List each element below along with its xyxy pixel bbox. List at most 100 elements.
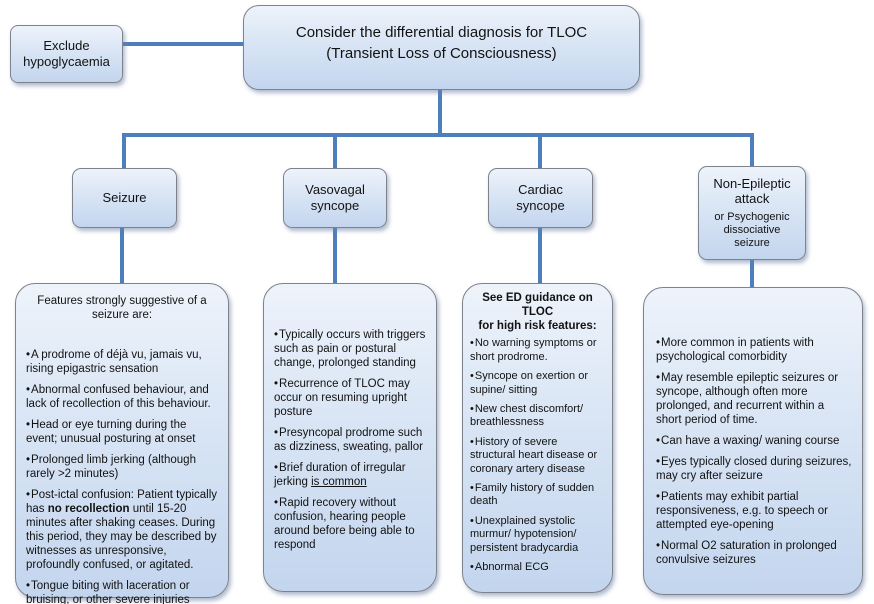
bullet-icon: • xyxy=(656,540,661,553)
bullet-text: Abnormal confused behaviour, and lack of… xyxy=(26,384,211,411)
bullet-icon: • xyxy=(26,419,31,432)
bullet-icon: • xyxy=(470,482,474,495)
bullet-icon: • xyxy=(656,435,661,448)
bullet-item: •Presyncopal prodrome such as dizziness,… xyxy=(274,426,426,454)
bullet-icon: • xyxy=(470,435,474,448)
bullet-text: Patients may exhibit partial responsiven… xyxy=(656,491,828,532)
bullet-item: •New chest discomfort/ breathlessness xyxy=(470,403,605,430)
bullet-text: Prolonged limb jerking (although rarely … xyxy=(26,454,196,481)
category-non-epileptic-label: Non-Epileptic attack xyxy=(713,175,791,207)
bullet-item: •A prodrome of déjà vu, jamais vu, risin… xyxy=(26,348,218,376)
bullet-icon: • xyxy=(274,378,279,391)
bullet-text: until 15-20 minutes after shaking ceases… xyxy=(26,503,217,572)
bullet-icon: • xyxy=(26,384,31,397)
category-seizure-box: Seizure xyxy=(72,168,177,228)
bullet-item: •History of severe structural heart dise… xyxy=(470,436,605,476)
bullet-item: •Tongue biting with laceration or bruisi… xyxy=(26,579,218,604)
bullet-icon: • xyxy=(26,580,31,593)
bullet-text: is common xyxy=(311,476,367,489)
category-cardiac-box: Cardiac syncope xyxy=(488,168,593,228)
bullet-text: Family history of sudden death xyxy=(470,482,595,508)
bullet-icon: • xyxy=(656,491,661,504)
bullet-text: Can have a waxing/ waning course xyxy=(661,435,840,448)
connector-cardiac-to-details xyxy=(538,227,542,284)
bullet-text: New chest discomfort/ breathlessness xyxy=(470,403,584,429)
connector-horizontal-branch xyxy=(122,133,754,137)
bullet-item: •No warning symptoms or short prodrome. xyxy=(470,337,605,364)
bullet-icon: • xyxy=(470,370,474,383)
bullet-text: Post-ictal confusion: Patient typically … xyxy=(26,489,218,516)
bullet-text: Syncope on exertion or supine/ sitting xyxy=(470,370,588,396)
bullet-item: •May resemble epileptic seizures or sync… xyxy=(656,371,852,427)
bullet-item: •Eyes typically closed during seizures, … xyxy=(656,455,852,483)
bullet-icon: • xyxy=(656,372,661,385)
bullet-text: Tongue biting with laceration or bruisin… xyxy=(26,580,190,604)
bullet-icon: • xyxy=(274,462,279,475)
exclude-hypoglycaemia-box: Exclude hypoglycaemia xyxy=(10,25,123,83)
bullet-icon: • xyxy=(470,337,474,350)
cardiac-details-header: See ED guidance on TLOC for high risk fe… xyxy=(478,292,597,332)
bullet-item: •Can have a waxing/ waning course xyxy=(656,434,852,448)
bullet-item: •Rapid recovery without confusion, heari… xyxy=(274,496,426,552)
bullet-text: Brief duration of irregular jerking xyxy=(274,462,406,489)
connector-drop-vasovagal xyxy=(333,133,337,170)
seizure-details-box: Features strongly suggestive of a seizur… xyxy=(15,283,229,604)
bullet-text: Rapid recovery without confusion, hearin… xyxy=(274,497,415,552)
connector-main-down xyxy=(438,90,442,135)
bullet-item: •Typically occurs with triggers such as … xyxy=(274,328,426,370)
bullet-item: •Recurrence of TLOC may occur on resumin… xyxy=(274,377,426,419)
category-non-epileptic-box: Non-Epileptic attack or Psychogenic diss… xyxy=(698,166,806,260)
bullet-item: •More common in patients with psychologi… xyxy=(656,336,852,364)
category-seizure-label: Seizure xyxy=(102,190,147,206)
bullet-item: •Abnormal confused behaviour, and lack o… xyxy=(26,383,218,411)
bullet-icon: • xyxy=(26,454,31,467)
seizure-details-header: Features strongly suggestive of a seizur… xyxy=(37,295,207,322)
bullet-item: •Prolonged limb jerking (although rarely… xyxy=(26,453,218,481)
bullet-text: More common in patients with psychologic… xyxy=(656,337,814,364)
bullet-icon: • xyxy=(656,337,661,349)
bullet-item: •Normal O2 saturation in prolonged convu… xyxy=(656,539,852,567)
bullet-text: Eyes typically closed during seizures, m… xyxy=(656,456,852,483)
vasovagal-details-list: •Typically occurs with triggers such as … xyxy=(274,328,426,552)
bullet-item: •Brief duration of irregular jerking is … xyxy=(274,461,426,489)
connector-drop-non-epileptic xyxy=(750,133,754,168)
main-title-box: Consider the differential diagnosis for … xyxy=(243,5,640,90)
bullet-item: •Unexplained systolic murmur/ hypotensio… xyxy=(470,515,605,555)
bullet-text: Presyncopal prodrome such as dizziness, … xyxy=(274,427,423,454)
category-cardiac-label: Cardiac syncope xyxy=(516,182,565,213)
bullet-text: Head or eye turning during the event; un… xyxy=(26,419,196,446)
cardiac-details-list: •No warning symptoms or short prodrome.•… xyxy=(470,337,605,574)
non-epileptic-details-box: •More common in patients with psychologi… xyxy=(643,287,863,595)
bullet-item: •Abnormal ECG xyxy=(470,561,605,574)
connector-exclude-to-main xyxy=(123,42,243,46)
bullet-text: Typically occurs with triggers such as p… xyxy=(274,329,426,370)
bullet-icon: • xyxy=(656,456,661,469)
non-epileptic-details-list: •More common in patients with psychologi… xyxy=(656,336,852,567)
bullet-text: No warning symptoms or short prodrome. xyxy=(470,337,597,363)
bullet-icon: • xyxy=(470,403,474,416)
connector-drop-cardiac xyxy=(538,133,542,170)
bullet-icon: • xyxy=(470,514,474,527)
bullet-item: •Head or eye turning during the event; u… xyxy=(26,418,218,446)
bullet-icon: • xyxy=(470,561,474,574)
bullet-text: no recollection xyxy=(47,503,130,516)
bullet-icon: • xyxy=(26,349,31,362)
connector-non-epileptic-to-details xyxy=(750,259,754,288)
connector-seizure-to-details xyxy=(120,227,124,284)
bullet-icon: • xyxy=(26,489,31,502)
bullet-text: History of severe structural heart disea… xyxy=(470,435,598,475)
bullet-text: Abnormal ECG xyxy=(474,561,549,574)
bullet-text: Unexplained systolic murmur/ hypotension… xyxy=(470,514,579,554)
vasovagal-details-box: •Typically occurs with triggers such as … xyxy=(263,283,437,592)
connector-vasovagal-to-details xyxy=(333,227,337,284)
bullet-icon: • xyxy=(274,329,279,341)
bullet-item: •Patients may exhibit partial responsive… xyxy=(656,490,852,532)
category-non-epileptic-sublabel: or Psychogenic dissociative seizure xyxy=(714,210,790,250)
bullet-item: •Post-ictal confusion: Patient typically… xyxy=(26,488,218,572)
connector-drop-seizure xyxy=(122,133,126,170)
bullet-text: A prodrome of déjà vu, jamais vu, rising… xyxy=(26,349,202,376)
cardiac-details-box: See ED guidance on TLOC for high risk fe… xyxy=(462,283,613,593)
bullet-icon: • xyxy=(274,427,279,440)
bullet-icon: • xyxy=(274,497,279,510)
